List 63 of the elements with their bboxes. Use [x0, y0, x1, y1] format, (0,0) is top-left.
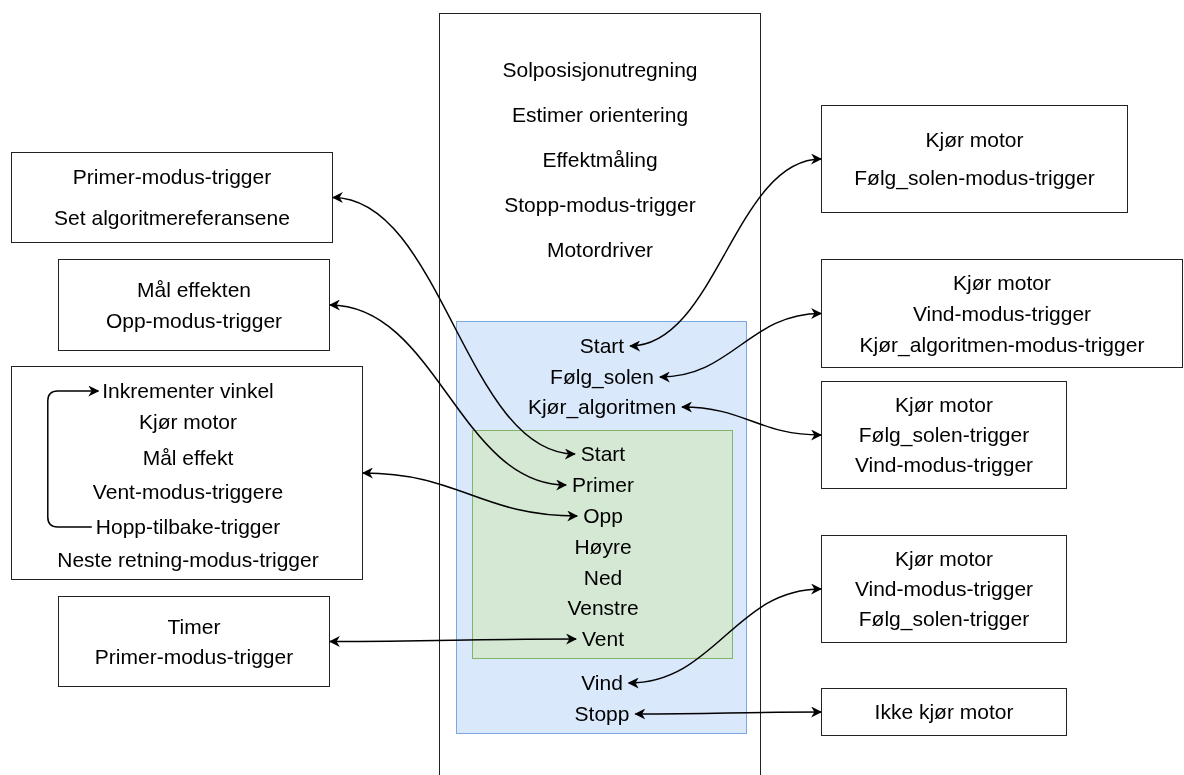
state-label: Vind	[581, 671, 623, 695]
box-text: Vind-modus-trigger	[912, 301, 1092, 326]
box-text: Opp-modus-trigger	[105, 308, 283, 333]
arrow	[634, 706, 823, 720]
state-label: Ned	[583, 566, 623, 590]
state-label: Høyre	[574, 535, 632, 559]
text-box	[11, 152, 333, 243]
text-box	[821, 535, 1067, 643]
box-text: Følg_solen-trigger	[858, 423, 1030, 447]
state-label: Mål effekt	[142, 446, 234, 470]
text-box	[821, 259, 1183, 368]
arrow	[627, 584, 823, 688]
loop-box	[11, 366, 363, 580]
arrow	[328, 300, 568, 490]
substate-group-box	[472, 430, 733, 659]
state-label: Stopp	[574, 702, 630, 726]
text-box	[821, 105, 1128, 213]
box-heading: Kjør motor	[895, 547, 993, 571]
state-label: Inkrementer vinkel	[102, 379, 274, 403]
function-label: Stopp-modus-trigger	[504, 193, 696, 217]
state-label: Hopp-tilbake-trigger	[95, 515, 281, 539]
arrow	[331, 194, 576, 458]
state-label: Neste retning-modus-trigger	[57, 548, 319, 572]
function-label: Estimer orientering	[511, 103, 689, 127]
box-heading: Kjør motor	[925, 128, 1024, 152]
box-text: Følg_solen-modus-trigger	[854, 166, 1095, 190]
box-heading: Kjør motor	[895, 393, 993, 417]
box-heading: Timer	[167, 614, 221, 639]
state-label: Kjør motor	[139, 410, 237, 434]
arrow	[328, 633, 578, 647]
function-label: Effektmåling	[542, 148, 658, 172]
state-label: Venstre	[567, 596, 639, 620]
state-label: Start	[580, 442, 626, 466]
box-text: Set algoritmereferansene	[54, 206, 290, 230]
box-heading: Kjør motor	[953, 270, 1051, 295]
arrow	[629, 155, 823, 350]
state-label: Kjør_algoritmen	[527, 395, 677, 419]
text-box	[58, 259, 330, 351]
box-heading: Mål effekten	[137, 277, 251, 302]
state-label: Vent-modus-triggere	[92, 480, 284, 504]
box-text: Vind-modus-trigger	[854, 453, 1034, 477]
box-heading: Ikke kjør motor	[874, 700, 1014, 724]
arrow	[47, 385, 100, 528]
text-box	[58, 596, 330, 687]
state-label: Start	[579, 334, 625, 358]
arrow	[658, 308, 823, 382]
state-label: Vent	[582, 627, 624, 651]
text-box	[821, 688, 1067, 736]
box-text: Primer-modus-trigger	[94, 644, 294, 669]
box-text: Kjør_algoritmen-modus-trigger	[859, 332, 1145, 357]
arrow	[361, 467, 579, 522]
state-label: Primer	[572, 473, 634, 497]
arrow	[681, 401, 823, 441]
function-label: Motordriver	[546, 238, 654, 262]
state-label: Følg_solen	[550, 365, 654, 389]
box-text: Vind-modus-trigger	[854, 577, 1034, 601]
state-group-box	[456, 321, 747, 734]
module-box	[439, 13, 761, 775]
state-label: Opp	[583, 504, 623, 528]
function-label: Solposisjonutregning	[502, 58, 698, 82]
box-text: Følg_solen-trigger	[858, 607, 1030, 631]
box-heading: Primer-modus-trigger	[72, 165, 272, 189]
text-box	[821, 381, 1067, 489]
